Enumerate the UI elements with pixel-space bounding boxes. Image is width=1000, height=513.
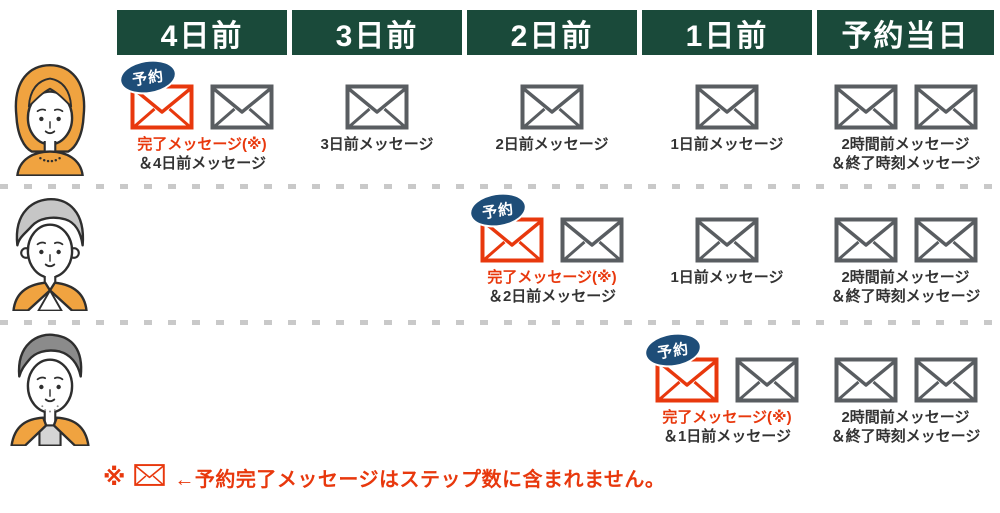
message-label: ＆2日前メッセージ <box>487 288 617 305</box>
message-envelope-icon <box>914 84 977 130</box>
row-separator <box>0 184 1000 189</box>
message-label: 完了メッセージ(※) <box>487 269 617 286</box>
message-cell: 2日前メッセージ <box>467 60 637 154</box>
message-label: ＆4日前メッセージ <box>137 155 267 172</box>
message-envelope-icon <box>914 357 977 403</box>
row-separator <box>0 320 1000 325</box>
message-label: 2時間前メッセージ <box>841 409 970 426</box>
footnote: ※ ←予約完了メッセージはステップ数に含まれません。 <box>103 463 665 492</box>
message-envelope-icon <box>834 84 897 130</box>
message-envelope-icon <box>695 217 759 263</box>
column-header-4days-before: 4日前 <box>117 10 287 55</box>
man-gray-hair-hoodie-avatar <box>2 193 102 316</box>
message-cell: 2時間前メッセージ ＆終了時刻メッセージ <box>817 333 994 446</box>
message-label: 2時間前メッセージ <box>841 269 970 286</box>
message-envelope-icon <box>834 217 897 263</box>
message-label: ＆終了時刻メッセージ <box>830 155 981 172</box>
column-header-3days-before: 3日前 <box>292 10 462 55</box>
message-envelope-icon <box>914 217 977 263</box>
footnote-asterisk: ※ <box>103 464 126 490</box>
red-envelope-icon <box>134 464 166 486</box>
message-label: 完了メッセージ(※) <box>662 409 792 426</box>
message-label: ＆終了時刻メッセージ <box>830 288 981 305</box>
message-cell: 2時間前メッセージ ＆終了時刻メッセージ <box>817 60 994 173</box>
message-envelope-icon <box>345 84 409 130</box>
message-cell: 予約完了メッセージ(※)＆1日前メッセージ <box>641 328 812 446</box>
message-label: 完了メッセージ(※) <box>137 136 267 153</box>
column-header-reservation-day: 予約当日 <box>817 10 994 55</box>
message-envelope-icon <box>560 217 624 263</box>
message-cell: 3日前メッセージ <box>292 60 462 154</box>
message-cell: 1日前メッセージ <box>642 193 812 287</box>
message-envelope-icon <box>210 84 274 130</box>
column-header-1day-before: 1日前 <box>642 10 812 55</box>
message-envelope-icon <box>520 84 584 130</box>
message-label: 1日前メッセージ <box>670 136 784 153</box>
red-envelope-icon <box>134 463 166 492</box>
message-label: ＆1日前メッセージ <box>662 428 792 445</box>
message-cell: 2時間前メッセージ ＆終了時刻メッセージ <box>817 193 994 306</box>
woman-orange-bob-avatar <box>2 58 102 181</box>
message-cell: 予約完了メッセージ(※)＆4日前メッセージ <box>116 55 287 173</box>
message-envelope-icon <box>695 84 759 130</box>
message-label: 1日前メッセージ <box>670 269 784 286</box>
message-label: 2日前メッセージ <box>495 136 609 153</box>
footnote-text: ←予約完了メッセージはステップ数に含まれません。 <box>174 469 666 491</box>
message-label: 2時間前メッセージ <box>841 136 970 153</box>
message-label: 3日前メッセージ <box>320 136 434 153</box>
man-beard-jacket-avatar <box>2 328 102 451</box>
message-cell: 1日前メッセージ <box>642 60 812 154</box>
message-label: ＆終了時刻メッセージ <box>830 428 981 445</box>
message-envelope-icon <box>735 357 799 403</box>
column-header-2days-before: 2日前 <box>467 10 637 55</box>
message-cell: 予約完了メッセージ(※)＆2日前メッセージ <box>466 188 637 306</box>
message-envelope-icon <box>834 357 897 403</box>
